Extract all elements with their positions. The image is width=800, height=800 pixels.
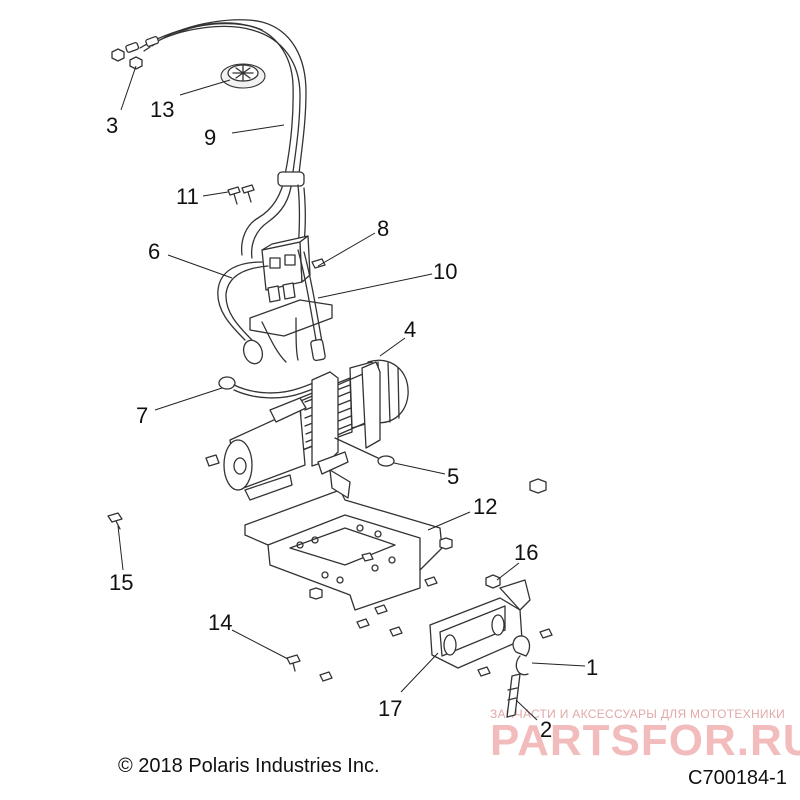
callout-10: 10 [433,259,457,284]
part-16-nut [485,574,501,589]
part-4-winch [223,359,409,501]
callout-12: 12 [473,494,497,519]
part-11-screws [227,184,255,205]
watermark-tagline: ЗАПЧАСТИ И АКСЕССУАРЫ ДЛЯ МОТОТЕХНИКИ [490,707,785,721]
callout-11: 11 [176,184,199,209]
part-1-hook [512,635,531,676]
callout-6: 6 [148,239,160,264]
part-10-cable [297,249,326,362]
copyright-notice: © 2018 Polaris Industries Inc. [118,755,380,777]
part-14-bolt [286,654,301,672]
callout-13: 13 [150,97,174,122]
callout-8: 8 [377,216,389,241]
callout-17: 17 [378,696,402,721]
callout-9: 9 [204,125,216,150]
part-12-mounting-plate [244,469,443,611]
callout-1: 1 [586,655,598,680]
part-2-strap [506,673,521,718]
callout-5: 5 [447,464,459,489]
callout-14: 14 [208,610,232,635]
callout-16: 16 [514,540,538,565]
part-17-fairlead [429,579,531,669]
callout-3: 3 [106,113,118,138]
part-6-control-cable [217,261,269,365]
part-3-nuts [111,48,143,70]
callout-4: 4 [404,317,416,342]
callout-7: 7 [136,403,148,428]
leader-lines [117,65,586,721]
watermark: ЗАПЧАСТИ И АКСЕССУАРЫ ДЛЯ МОТОТЕХНИКИ PA… [490,707,800,765]
part-13-grommet [220,63,266,89]
callout-2: 2 [540,717,552,742]
part-5-winch-rope [205,437,395,467]
callouts: 1 2 3 4 5 6 7 8 9 10 11 12 13 14 15 16 1… [106,97,598,742]
part-15-screw [107,512,123,530]
document-number: C700184-1 [688,767,787,789]
callout-15: 15 [109,570,133,595]
watermark-brand: PARTSFOR.RU [490,716,800,765]
part-9-battery-cables [125,19,307,259]
plate-hardware [309,478,553,682]
